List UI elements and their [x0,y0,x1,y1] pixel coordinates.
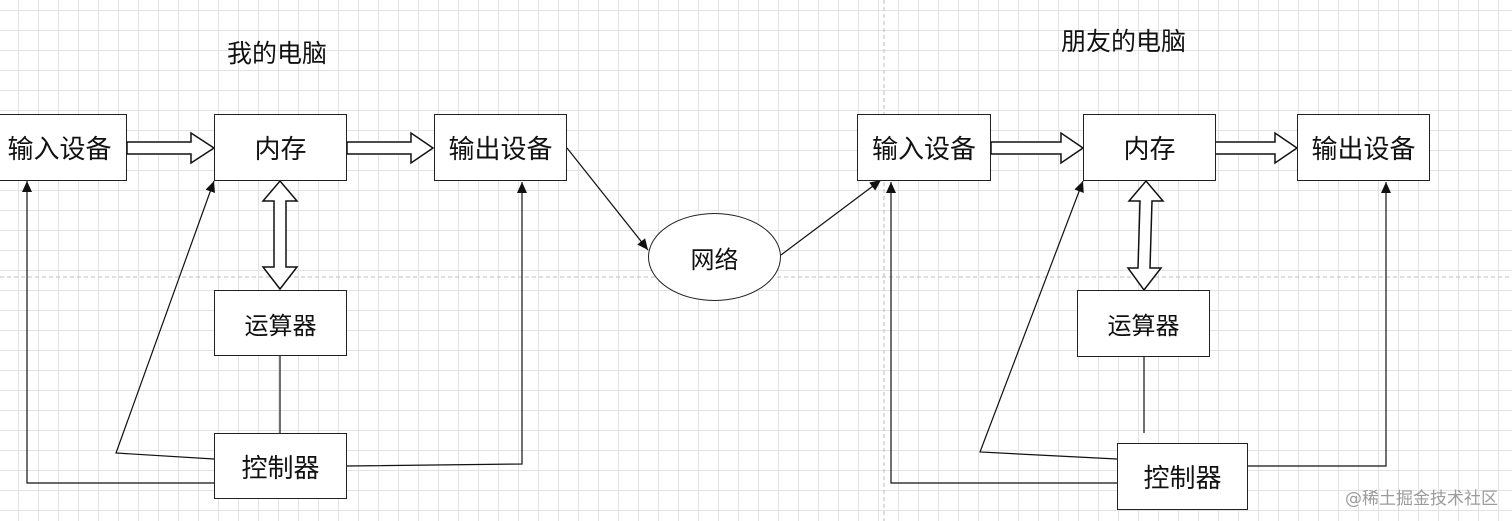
arrow-network-to-friend-input [780,179,882,256]
friend-block-arrow-memory-alu [1126,179,1165,292]
alu-box: 运算器 [214,290,347,356]
network-node: 网络 [648,213,781,301]
friend-block-arrow-input-to-memory [990,131,1085,165]
block-arrow-memory-alu [261,179,299,291]
output-device-box: 输出设备 [434,114,567,181]
friend-arrow-controller-to-memory [979,180,1118,460]
block-arrow-memory-to-output [346,131,435,165]
my-computer-title: 我的电脑 [227,39,328,68]
input-device-box: 输入设备 [0,114,127,181]
friend-arrow-controller-to-output [1248,182,1391,467]
memory-box: 内存 [214,114,347,181]
arrow-controller-to-memory [115,180,215,460]
friend-computer-title: 朋友的电脑 [1061,27,1187,56]
friend-controller-box: 控制器 [1117,443,1248,510]
watermark: @稀土掘金技术社区 [1345,489,1498,509]
friend-block-arrow-memory-to-output [1210,131,1299,165]
block-arrow-input-to-memory [126,131,216,165]
arrow-controller-to-output [346,182,527,467]
friend-output-device-box: 输出设备 [1297,114,1430,181]
controller-box: 控制器 [214,433,347,499]
friend-alu-box: 运算器 [1077,290,1210,357]
friend-memory-box: 内存 [1083,114,1216,181]
friend-arrow-controller-to-input [886,182,1117,484]
arrow-controller-to-input [22,181,214,484]
friend-input-device-box: 输入设备 [857,114,991,181]
arrow-output-to-network [566,147,649,251]
